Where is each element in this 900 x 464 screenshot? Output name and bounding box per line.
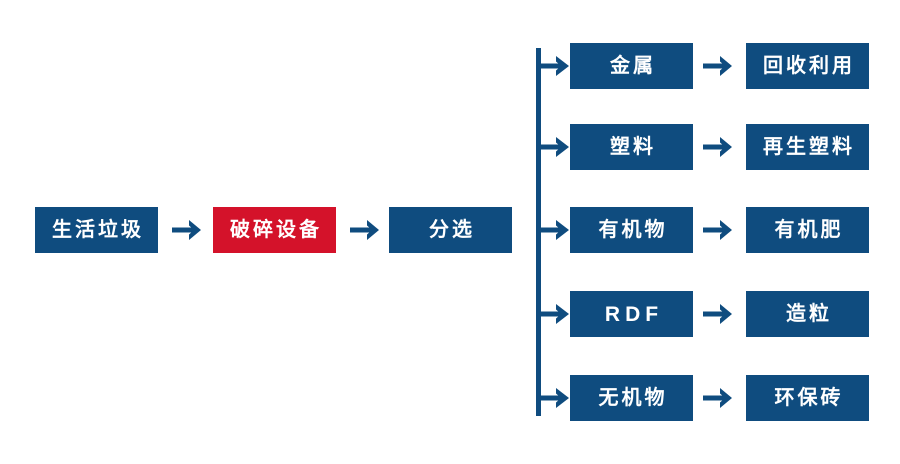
node-product-granulation[interactable]: 造粒 — [746, 291, 869, 337]
arrow-organic-to-product — [701, 215, 737, 245]
arrow-waste-to-crusher — [170, 215, 206, 245]
node-sorting-label: 分选 — [429, 219, 475, 241]
branch-bus-vertical-line — [536, 48, 541, 416]
node-product-granulation-label: 造粒 — [786, 303, 832, 325]
node-waste[interactable]: 生活垃圾 — [35, 207, 158, 253]
node-material-rdf[interactable]: RDF — [570, 291, 693, 337]
arrow-plastic-to-product — [701, 132, 737, 162]
node-product-recycle[interactable]: 回收利用 — [746, 43, 869, 89]
branch-connector-inorganic — [539, 385, 573, 411]
node-material-organic-label: 有机物 — [598, 219, 668, 241]
node-sorting[interactable]: 分选 — [389, 207, 512, 253]
node-product-eco-brick[interactable]: 环保砖 — [746, 375, 869, 421]
branch-connector-rdf — [539, 301, 573, 327]
node-product-recycle-label: 回收利用 — [763, 55, 855, 77]
branch-connector-metal — [539, 53, 573, 79]
arrow-crusher-to-sorting — [348, 215, 384, 245]
branch-connector-plastic — [539, 134, 573, 160]
node-material-rdf-label: RDF — [604, 302, 664, 326]
node-material-inorganic-label: 无机物 — [598, 387, 668, 409]
node-material-inorganic[interactable]: 无机物 — [570, 375, 693, 421]
node-material-plastic[interactable]: 塑料 — [570, 124, 693, 170]
node-material-organic[interactable]: 有机物 — [570, 207, 693, 253]
node-crusher[interactable]: 破碎设备 — [213, 207, 336, 253]
node-product-organic-fertilizer[interactable]: 有机肥 — [746, 207, 869, 253]
arrow-metal-to-product — [701, 51, 737, 81]
node-material-metal[interactable]: 金属 — [570, 43, 693, 89]
node-product-recycled-plastic-label: 再生塑料 — [763, 136, 855, 158]
node-product-organic-fertilizer-label: 有机肥 — [774, 219, 844, 241]
node-material-plastic-label: 塑料 — [610, 136, 656, 158]
node-material-metal-label: 金属 — [610, 55, 656, 77]
node-crusher-label: 破碎设备 — [230, 219, 322, 241]
node-product-eco-brick-label: 环保砖 — [774, 387, 844, 409]
branch-connector-organic — [539, 217, 573, 243]
arrow-rdf-to-product — [701, 299, 737, 329]
arrow-inorganic-to-product — [701, 383, 737, 413]
node-product-recycled-plastic[interactable]: 再生塑料 — [746, 124, 869, 170]
node-waste-label: 生活垃圾 — [52, 219, 144, 241]
